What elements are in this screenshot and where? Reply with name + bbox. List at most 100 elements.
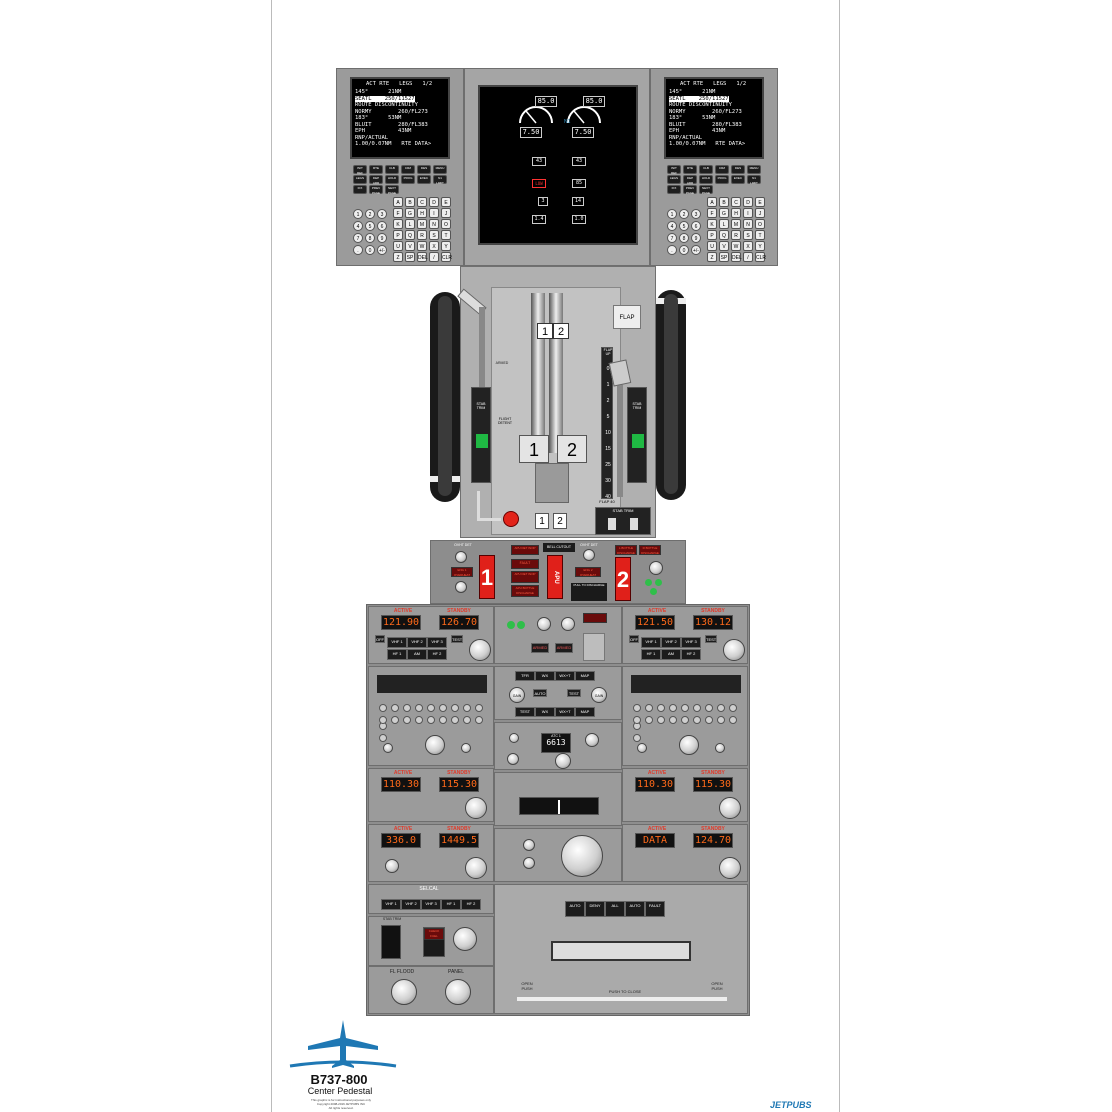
cdu-key[interactable]: HOLD xyxy=(385,175,399,184)
cdu-key[interactable]: 2 xyxy=(679,209,689,219)
cdu-key[interactable]: Z xyxy=(707,252,717,262)
audio-rt-ic-left[interactable] xyxy=(461,743,471,753)
cdu-key[interactable]: HOLD xyxy=(699,175,713,184)
adf-mode-knob[interactable] xyxy=(385,859,399,873)
cdu-key[interactable]: INIT REF xyxy=(667,165,681,175)
cdu-key[interactable]: PREV PAGE xyxy=(369,185,383,195)
flap-lever-handle[interactable] xyxy=(608,359,632,387)
cdu-key[interactable]: +/- xyxy=(377,245,387,255)
cdu-key[interactable]: 4 xyxy=(667,221,677,231)
audio-mask-boom-right[interactable] xyxy=(637,743,647,753)
cdu-key[interactable]: . xyxy=(667,245,677,255)
cdu-key[interactable]: B xyxy=(719,197,729,207)
cdu-key[interactable]: EXEC xyxy=(731,175,745,184)
cdu-key[interactable]: Y xyxy=(755,241,765,251)
radio-button[interactable]: WX xyxy=(535,707,555,717)
cdu-key[interactable]: 5 xyxy=(679,221,689,231)
xpdr-code-knob-right[interactable] xyxy=(555,753,571,769)
wx-gain-knob-right[interactable]: GAIN xyxy=(591,687,607,703)
cdu-key[interactable]: FIX xyxy=(667,185,681,194)
flap-lever[interactable] xyxy=(617,367,623,497)
cdu-key[interactable]: PREV PAGE xyxy=(683,185,697,195)
cdu-key[interactable]: 7 xyxy=(667,233,677,243)
cdu-key[interactable]: K xyxy=(707,219,717,229)
cdu-key[interactable]: J xyxy=(441,208,451,218)
radio-button[interactable]: HF 1 xyxy=(441,899,461,910)
eng2-fire-handle[interactable]: 2 xyxy=(615,557,631,601)
cdu-key[interactable]: DEP ARR xyxy=(683,175,697,185)
cdu-key[interactable]: 1 xyxy=(667,209,677,219)
reverser-2-handle[interactable]: 2 xyxy=(557,435,587,463)
cdu-key[interactable]: M xyxy=(417,219,427,229)
aft-knob-small-1[interactable] xyxy=(523,839,535,851)
cdu-key[interactable]: NEXT PAGE xyxy=(699,185,713,195)
radio-button[interactable]: HF 1 xyxy=(387,649,407,660)
cdu-key[interactable]: CLR xyxy=(755,252,766,262)
cdu-key[interactable]: 5 xyxy=(365,221,375,231)
cdu-key[interactable]: CLB xyxy=(699,165,713,174)
radio-button[interactable]: AUTO xyxy=(625,901,645,917)
radio-button[interactable]: VHF 3 xyxy=(421,899,441,910)
cdu-key[interactable]: N1 LIMIT xyxy=(433,175,447,185)
eng1-fire-handle[interactable]: 1 xyxy=(479,555,495,599)
cdu-key[interactable]: 8 xyxy=(365,233,375,243)
cdu-key[interactable]: D xyxy=(743,197,753,207)
radio-button[interactable]: HF 2 xyxy=(461,899,481,910)
cdu-key[interactable]: G xyxy=(405,208,415,218)
radio-button[interactable]: DENY xyxy=(585,901,605,917)
apu-fire-handle[interactable]: APU xyxy=(547,555,563,599)
cdu-key[interactable]: DES xyxy=(417,165,431,174)
radio-button[interactable]: VHF 2 xyxy=(401,899,421,910)
cdu-key[interactable]: SP xyxy=(405,252,415,262)
radio-button[interactable]: VHF 1 xyxy=(641,637,661,648)
thrust-lever-2[interactable] xyxy=(549,293,563,453)
cdu-key[interactable]: R xyxy=(731,230,741,240)
cdu-key[interactable]: N xyxy=(429,219,439,229)
storage-handle[interactable] xyxy=(551,941,691,961)
cdu-key[interactable]: 9 xyxy=(691,233,701,243)
radio-button[interactable]: WX+T xyxy=(555,671,575,681)
cdu-key[interactable]: EXEC xyxy=(417,175,431,184)
wx-armed-2[interactable]: ARMED xyxy=(555,643,573,653)
radio-button[interactable]: MAP xyxy=(575,707,595,717)
cdu-key[interactable]: M xyxy=(731,219,741,229)
trim-wheel-left[interactable] xyxy=(430,292,460,502)
cdu-key[interactable]: . xyxy=(353,245,363,255)
cdu-key[interactable]: 3 xyxy=(691,209,701,219)
vhf-1-tuning-knob[interactable] xyxy=(469,639,491,661)
radio-button[interactable]: MAP xyxy=(575,671,595,681)
vhf-2-test[interactable]: TEST xyxy=(705,635,717,643)
cdu-key[interactable]: O xyxy=(755,219,765,229)
cdu-key[interactable]: T xyxy=(441,230,451,240)
cdu-key[interactable]: SP xyxy=(719,252,729,262)
cdu-key[interactable]: O xyxy=(441,219,451,229)
cdu-key[interactable]: V xyxy=(405,241,415,251)
cdu-key[interactable]: B xyxy=(405,197,415,207)
cdu-key[interactable]: A xyxy=(707,197,717,207)
radio-button[interactable]: TFR xyxy=(515,671,535,681)
cdu-key[interactable]: D xyxy=(429,197,439,207)
wx-tilt-knob[interactable] xyxy=(561,617,575,631)
hf-tuning-knob[interactable] xyxy=(719,857,741,879)
audio-selector-right[interactable] xyxy=(679,735,699,755)
cdu-key[interactable]: FIX xyxy=(353,185,367,194)
cdu-key[interactable]: 8 xyxy=(679,233,689,243)
wx-auto[interactable]: AUTO xyxy=(533,689,547,697)
xpdr-source-knob[interactable] xyxy=(509,733,519,743)
cdu-key[interactable]: Q xyxy=(719,230,729,240)
cdu-key[interactable]: 2 xyxy=(365,209,375,219)
radio-button[interactable]: WX xyxy=(535,671,555,681)
cdu-key[interactable]: 0 xyxy=(679,245,689,255)
radio-button[interactable]: HF 1 xyxy=(641,649,661,660)
vhf-2-tuning-knob[interactable] xyxy=(723,639,745,661)
vhf-1-off[interactable]: OFF xyxy=(375,635,385,643)
cdu-key[interactable]: CLR xyxy=(441,252,452,262)
cdu-key[interactable]: RTE xyxy=(369,165,383,174)
cdu-key[interactable]: P xyxy=(707,230,717,240)
cdu-key[interactable]: DEL xyxy=(731,252,742,262)
cdu-key[interactable]: V xyxy=(719,241,729,251)
cdu-key[interactable]: INIT REF xyxy=(353,165,367,175)
cdu-key[interactable]: L xyxy=(719,219,729,229)
radio-button[interactable]: TEST xyxy=(515,707,535,717)
cdu-key[interactable]: U xyxy=(393,241,403,251)
